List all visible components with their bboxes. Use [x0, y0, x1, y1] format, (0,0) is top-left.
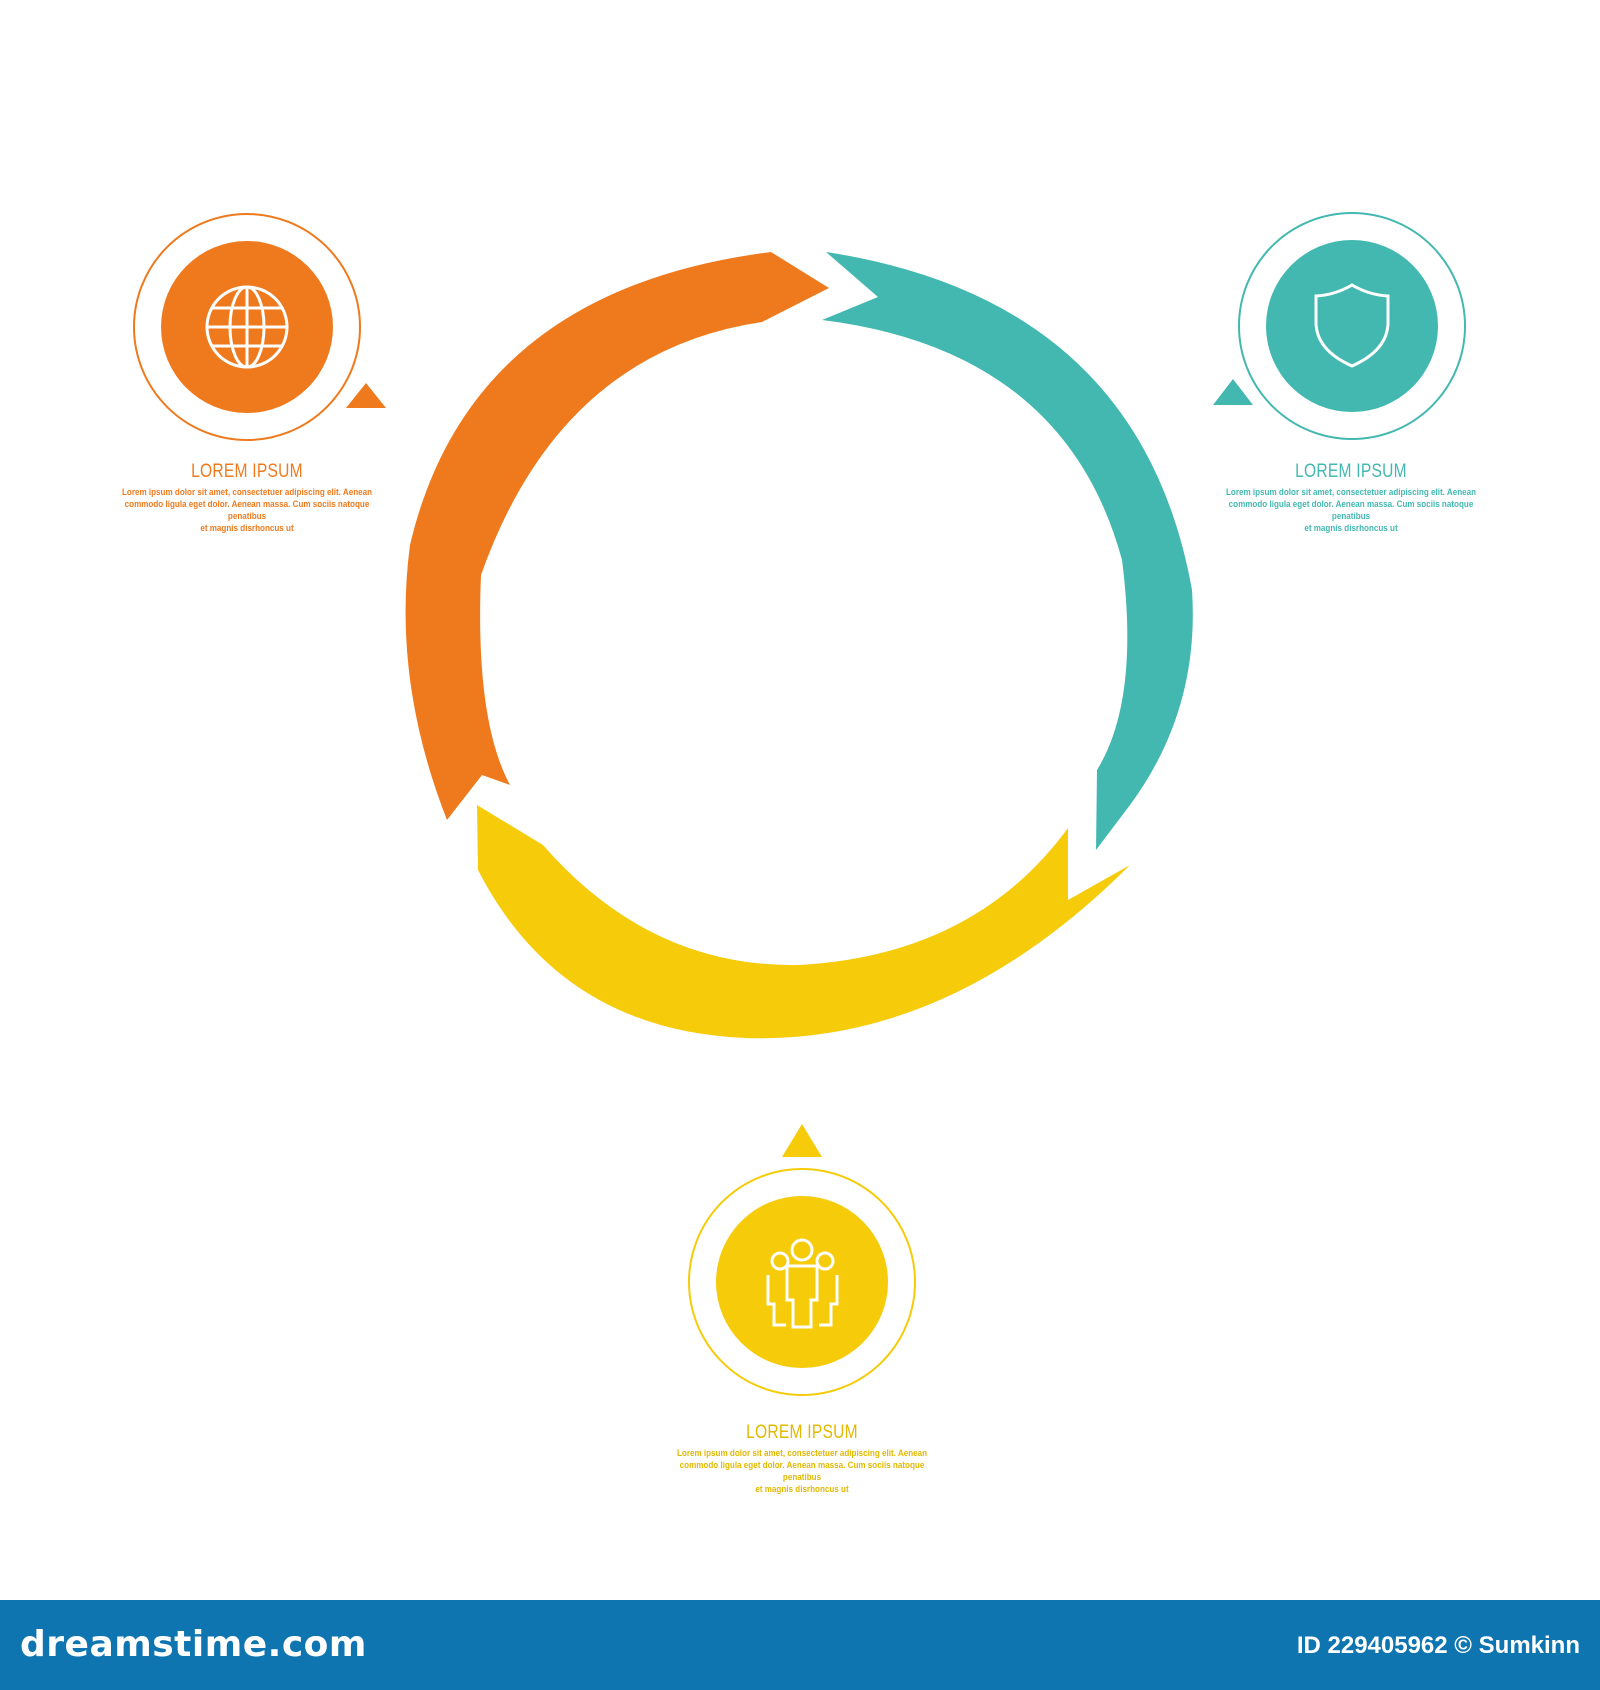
step-description-line: et magnis disrhoncus ut: [755, 1484, 849, 1495]
step-title: LOREM IPSUM: [1295, 461, 1407, 482]
footer-image-id: ID 229405962 © Sumkinn: [1296, 1632, 1580, 1659]
step-description: Lorem ipsum dolor sit amet, consectetuer…: [1215, 487, 1487, 535]
step-description-line: et magnis disrhoncus ut: [200, 523, 294, 534]
step-description-line: commodo ligula eget dolor. Aenean massa.…: [124, 499, 370, 522]
cycle-arrow-yellow: [477, 805, 1130, 1039]
step-description-line: commodo ligula eget dolor. Aenean massa.…: [679, 1460, 925, 1483]
pointer-triangle-teal: [1213, 379, 1253, 405]
step-label-orange: LOREM IPSUM Lorem ipsum dolor sit amet, …: [87, 461, 407, 535]
step-description-line: et magnis disrhoncus ut: [1304, 523, 1398, 534]
step-description-line: Lorem ipsum dolor sit amet, consectetuer…: [121, 487, 373, 498]
step-badge-orange: [133, 213, 386, 441]
step-label-teal: LOREM IPSUM Lorem ipsum dolor sit amet, …: [1191, 461, 1511, 535]
cycle-arrow-orange: [405, 252, 829, 820]
step-title: LOREM IPSUM: [746, 1422, 858, 1443]
step-title: LOREM IPSUM: [191, 461, 303, 482]
step-badge-yellow: [688, 1124, 916, 1396]
cycle-diagram: [133, 212, 1466, 1396]
pointer-triangle-yellow: [782, 1124, 822, 1157]
people-icon: [766, 1238, 839, 1329]
globe-icon: [205, 285, 289, 369]
step-description-line: Lorem ipsum dolor sit amet, consectetuer…: [1225, 487, 1477, 498]
step-badge-teal: [1213, 212, 1466, 440]
step-description: Lorem ipsum dolor sit amet, consectetuer…: [666, 1448, 938, 1496]
step-description-line: Lorem ipsum dolor sit amet, consectetuer…: [676, 1448, 928, 1459]
pointer-triangle-orange: [346, 383, 386, 408]
footer-brand[interactable]: dreamstime.com: [20, 1624, 367, 1665]
shield-icon: [1314, 283, 1390, 368]
watermark-footer: dreamstime.com ID 229405962 © Sumkinn: [0, 1600, 1600, 1690]
cycle-arrow-teal: [822, 252, 1193, 850]
step-description-line: commodo ligula eget dolor. Aenean massa.…: [1228, 499, 1474, 522]
step-label-yellow: LOREM IPSUM Lorem ipsum dolor sit amet, …: [642, 1422, 962, 1496]
step-description: Lorem ipsum dolor sit amet, consectetuer…: [111, 487, 383, 535]
